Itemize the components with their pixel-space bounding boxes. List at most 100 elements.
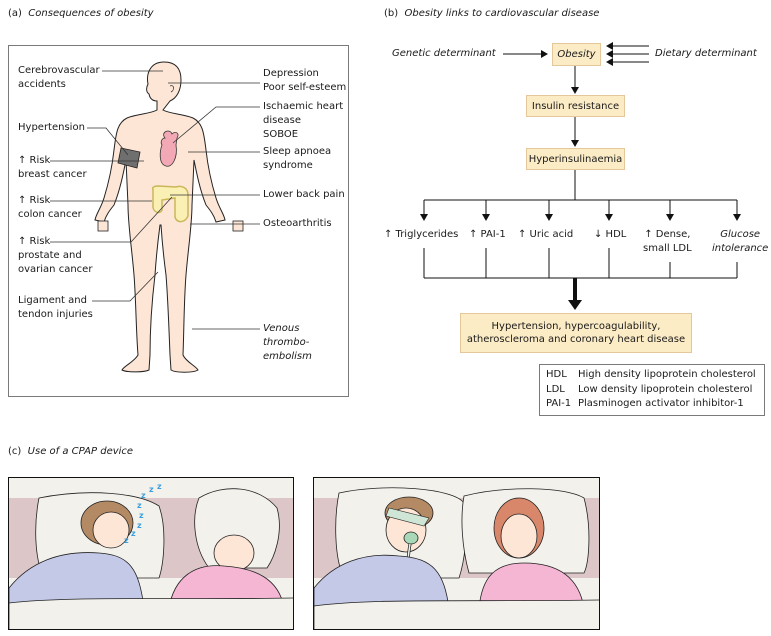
effect-line: intolerance — [712, 243, 769, 254]
insulin-resistance-box: Insulin resistance — [526, 95, 625, 117]
snore-z-icon: z — [137, 501, 142, 510]
outcome-arrowhead — [568, 300, 582, 310]
snore-z-icon: z — [157, 482, 162, 491]
effect-line: small LDL — [643, 243, 692, 254]
effect-line: ↑ Dense, — [644, 229, 691, 240]
blood-pressure-cuff-icon — [117, 147, 141, 169]
label-breast-cancer: ↑ Risk breast cancer — [18, 154, 87, 182]
snore-z-icons: z z z z z z z z — [124, 482, 162, 545]
cpap-couple-illustration — [314, 487, 599, 629]
label-line: syndrome — [263, 160, 313, 171]
panel-c-title: (c) Use of a CPAP device — [8, 446, 133, 457]
blanket — [9, 597, 293, 629]
cpap-mask-icon — [403, 531, 419, 545]
label-venous-thromboembolism: Venous thrombo- embolism — [263, 322, 312, 364]
label-line: Sleep apnoea — [263, 146, 332, 157]
dietary-determinant-label: Dietary determinant — [655, 48, 757, 59]
snore-z-icon: z — [139, 511, 144, 520]
outcome-line: Hypertension, hypercoagulability, — [491, 321, 661, 332]
heart-icon — [159, 130, 179, 167]
effect-line: ↑ Triglycerides — [384, 229, 459, 240]
effect-glucose-intolerance: Glucose intolerance — [712, 228, 768, 256]
woman-shirt — [168, 565, 285, 609]
label-cerebrovascular-accidents: Cerebrovascular accidents — [18, 64, 100, 92]
woman-face — [500, 513, 538, 559]
legend-row: PAI-1 Plasminogen activator inhibitor-1 — [546, 397, 764, 412]
label-colon-cancer: ↑ Risk colon cancer — [18, 194, 82, 222]
label-ischaemic-heart-disease: Ischaemic heart disease SOBOE — [263, 100, 343, 142]
label-line: ↑ Risk — [18, 236, 51, 247]
panel-b-title-text: Obesity links to cardiovascular disease — [404, 8, 600, 19]
panel-c-prefix: (c) — [8, 446, 22, 457]
panel-b-prefix: (b) — [384, 8, 399, 19]
label-line: colon cancer — [18, 209, 82, 220]
label-line: Depression — [263, 68, 319, 79]
snore-z-icon: z — [149, 485, 154, 494]
snore-z-icon: z — [141, 491, 146, 500]
label-line: thrombo- — [263, 337, 310, 348]
label-line: Ligament and — [18, 295, 87, 306]
label-ligament-tendon: Ligament and tendon injuries — [18, 294, 93, 322]
snore-z-icon: z — [131, 529, 136, 538]
label-line: Cerebrovascular — [18, 65, 100, 76]
label-line: ↑ Risk — [18, 155, 51, 166]
label-hypertension: Hypertension — [18, 121, 85, 135]
label-line: Hypertension — [18, 122, 85, 133]
label-line: breast cancer — [18, 169, 87, 180]
label-line: prostate and — [18, 250, 82, 261]
label-prostate-ovarian-cancer: ↑ Risk prostate and ovarian cancer — [18, 235, 92, 277]
hyperinsulinaemia-box: Hyperinsulinaemia — [526, 148, 625, 170]
legend-row: HDL High density lipoprotein cholesterol — [546, 368, 764, 383]
label-line: Venous — [263, 323, 300, 334]
cpap-headstrap — [385, 507, 430, 527]
legend-text: High density lipoprotein cholesterol — [578, 369, 756, 380]
snore-z-icon: z — [137, 521, 142, 530]
obesity-box: Obesity — [552, 43, 601, 66]
outcome-box: Hypertension, hypercoagulability, athero… — [460, 313, 692, 353]
label-line: tendon injuries — [18, 309, 93, 320]
cpap-scene-with-device — [313, 477, 600, 630]
label-line: Ischaemic heart — [263, 101, 344, 112]
effect-line: ↑ PAI-1 — [469, 229, 506, 240]
label-line: SOBOE — [263, 129, 299, 140]
label-depression: Depression Poor self-esteem — [263, 67, 346, 95]
effect-line: Glucose — [720, 229, 761, 240]
panel-b-title: (b) Obesity links to cardiovascular dise… — [384, 8, 599, 19]
legend-abbr: HDL — [546, 369, 567, 380]
effect-pai1: ↑ PAI-1 — [469, 228, 506, 242]
label-line: accidents — [18, 79, 66, 90]
legend-text: Plasminogen activator inhibitor-1 — [578, 398, 744, 409]
blanket — [314, 599, 599, 629]
ear — [169, 85, 174, 93]
human-body-figure — [94, 61, 226, 373]
right-hand — [232, 220, 244, 232]
panel-a-title-text: Consequences of obesity — [28, 8, 154, 19]
panel-a-title: (a) Consequences of obesity — [8, 8, 154, 19]
outcome-line: atheroscleroma and coronary heart diseas… — [466, 334, 686, 345]
legend-abbr: LDL — [546, 383, 565, 395]
man-face — [92, 511, 130, 549]
label-line: embolism — [263, 351, 312, 362]
effect-hdl: ↓ HDL — [594, 228, 626, 242]
panel-a-prefix: (a) — [8, 8, 22, 19]
cpap-scene-snoring: z z z z z z z z — [8, 477, 294, 630]
label-lower-back-pain: Lower back pain — [263, 188, 345, 202]
effect-dense-ldl: ↑ Dense, small LDL — [643, 228, 692, 256]
label-line: ↑ Risk — [18, 195, 51, 206]
snoring-couple-illustration: z z z z z z z z — [9, 482, 293, 629]
label-line: ovarian cancer — [18, 264, 93, 275]
label-osteoarthritis: Osteoarthritis — [263, 217, 332, 231]
obesity-consequences-panel — [8, 45, 349, 397]
effect-uric-acid: ↑ Uric acid — [518, 228, 573, 242]
panel-c-title-text: Use of a CPAP device — [27, 446, 134, 457]
legend-abbr: PAI-1 — [546, 398, 572, 409]
effect-triglycerides: ↑ Triglycerides — [384, 228, 458, 242]
label-line: Lower back pain — [263, 189, 345, 200]
woman-shirt — [478, 562, 585, 609]
effect-line: ↓ HDL — [594, 229, 627, 240]
label-line: disease — [263, 115, 301, 126]
